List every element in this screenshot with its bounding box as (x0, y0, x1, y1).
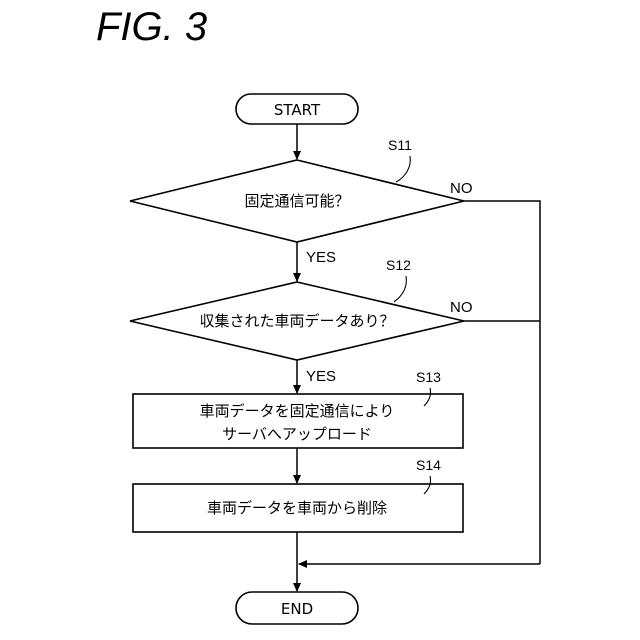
edge-label-s11-yes: YES (306, 249, 336, 266)
decision-s11-label: 固定通信可能？ (244, 192, 349, 210)
decision-s11: 固定通信可能？ (130, 160, 464, 242)
edge-label-s11-no: NO (450, 180, 473, 197)
end-terminal: END (236, 592, 358, 624)
process-s13-line2: サーバへアップロード (222, 425, 372, 443)
decision-s12: 収集された車両データあり？ (130, 282, 464, 360)
edge-label-s12-yes: YES (306, 368, 336, 385)
figure-title: FIG. 3 (96, 5, 207, 49)
process-s13-line1: 車両データを固定通信により (200, 402, 395, 420)
edge-label-s12-no: NO (450, 299, 473, 316)
leader-s12 (394, 276, 406, 302)
step-label-s11: S11 (388, 137, 412, 153)
end-label: END (281, 600, 313, 618)
decision-s12-label: 収集された車両データあり？ (199, 312, 394, 330)
connector-s11-no-bypass (464, 201, 540, 564)
start-terminal: START (236, 94, 358, 124)
leader-s11 (396, 156, 410, 182)
step-label-s12: S12 (386, 257, 411, 273)
process-s13: 車両データを固定通信により サーバへアップロード (133, 394, 463, 448)
step-label-s14: S14 (416, 457, 441, 473)
step-label-s13: S13 (416, 369, 441, 385)
start-label: START (274, 101, 321, 119)
process-s14: 車両データを車両から削除 (133, 484, 463, 532)
process-s14-label: 車両データを車両から削除 (207, 499, 387, 517)
